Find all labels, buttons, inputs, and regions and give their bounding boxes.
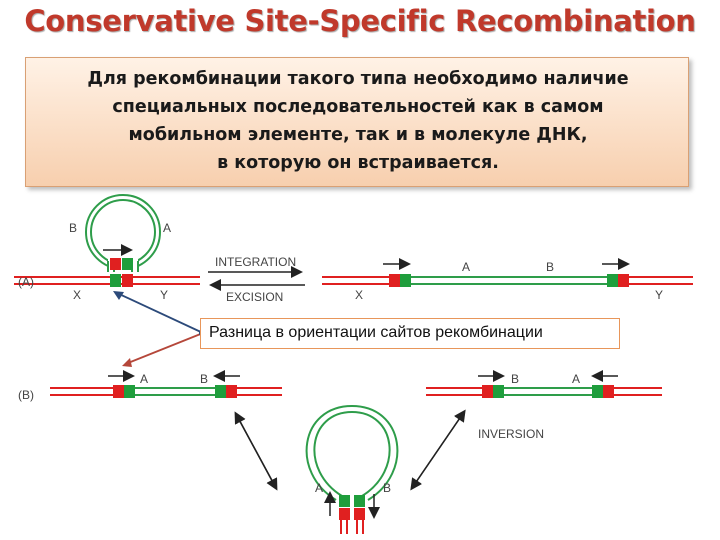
info-line: мобильном элементе, так и в молекуле ДНК… xyxy=(128,125,588,145)
label-a: A xyxy=(140,372,148,386)
label-a: A xyxy=(462,260,470,274)
label-x: X xyxy=(355,288,363,302)
callout-box: Разница в ориентации сайтов рекомбинации xyxy=(200,318,620,349)
page-title: Conservative Site-Specific Recombination xyxy=(24,4,696,38)
panel-a-label: (A) xyxy=(18,275,34,289)
inversion-label: INVERSION xyxy=(478,427,544,441)
label-b: B xyxy=(69,221,77,235)
integrated-dna xyxy=(322,258,693,287)
label-b: B xyxy=(383,481,391,495)
callout-pointers xyxy=(113,291,207,367)
label-x: X xyxy=(73,288,81,302)
info-box: Для рекомбинации такого типа необходимо … xyxy=(25,57,689,187)
panel-b-right-dna xyxy=(426,370,662,398)
label-y: Y xyxy=(655,288,663,302)
circular-element xyxy=(85,194,161,272)
integration-label: INTEGRATION xyxy=(215,255,296,269)
inversion-arrows xyxy=(234,409,466,491)
panel-b-left-dna xyxy=(50,370,282,398)
info-text: Для рекомбинации такого типа необходимо … xyxy=(26,65,690,177)
info-line: специальных последовательностей как в са… xyxy=(112,97,604,117)
panel-b-label: (B) xyxy=(18,388,34,402)
callout-text: Разница в ориентации сайтов рекомбинации xyxy=(209,324,543,341)
label-y: Y xyxy=(160,288,168,302)
target-dna xyxy=(14,274,200,287)
inversion-loop xyxy=(305,404,399,534)
label-a: A xyxy=(572,372,580,386)
excision-label: EXCISION xyxy=(226,290,283,304)
label-a: A xyxy=(315,481,323,495)
label-b: B xyxy=(200,372,208,386)
label-a: A xyxy=(163,221,171,235)
info-line: Для рекомбинации такого типа необходимо … xyxy=(87,69,629,89)
label-b: B xyxy=(546,260,554,274)
label-b: B xyxy=(511,372,519,386)
info-line: в которую он встраивается. xyxy=(217,153,499,173)
integration-arrows xyxy=(208,266,305,291)
